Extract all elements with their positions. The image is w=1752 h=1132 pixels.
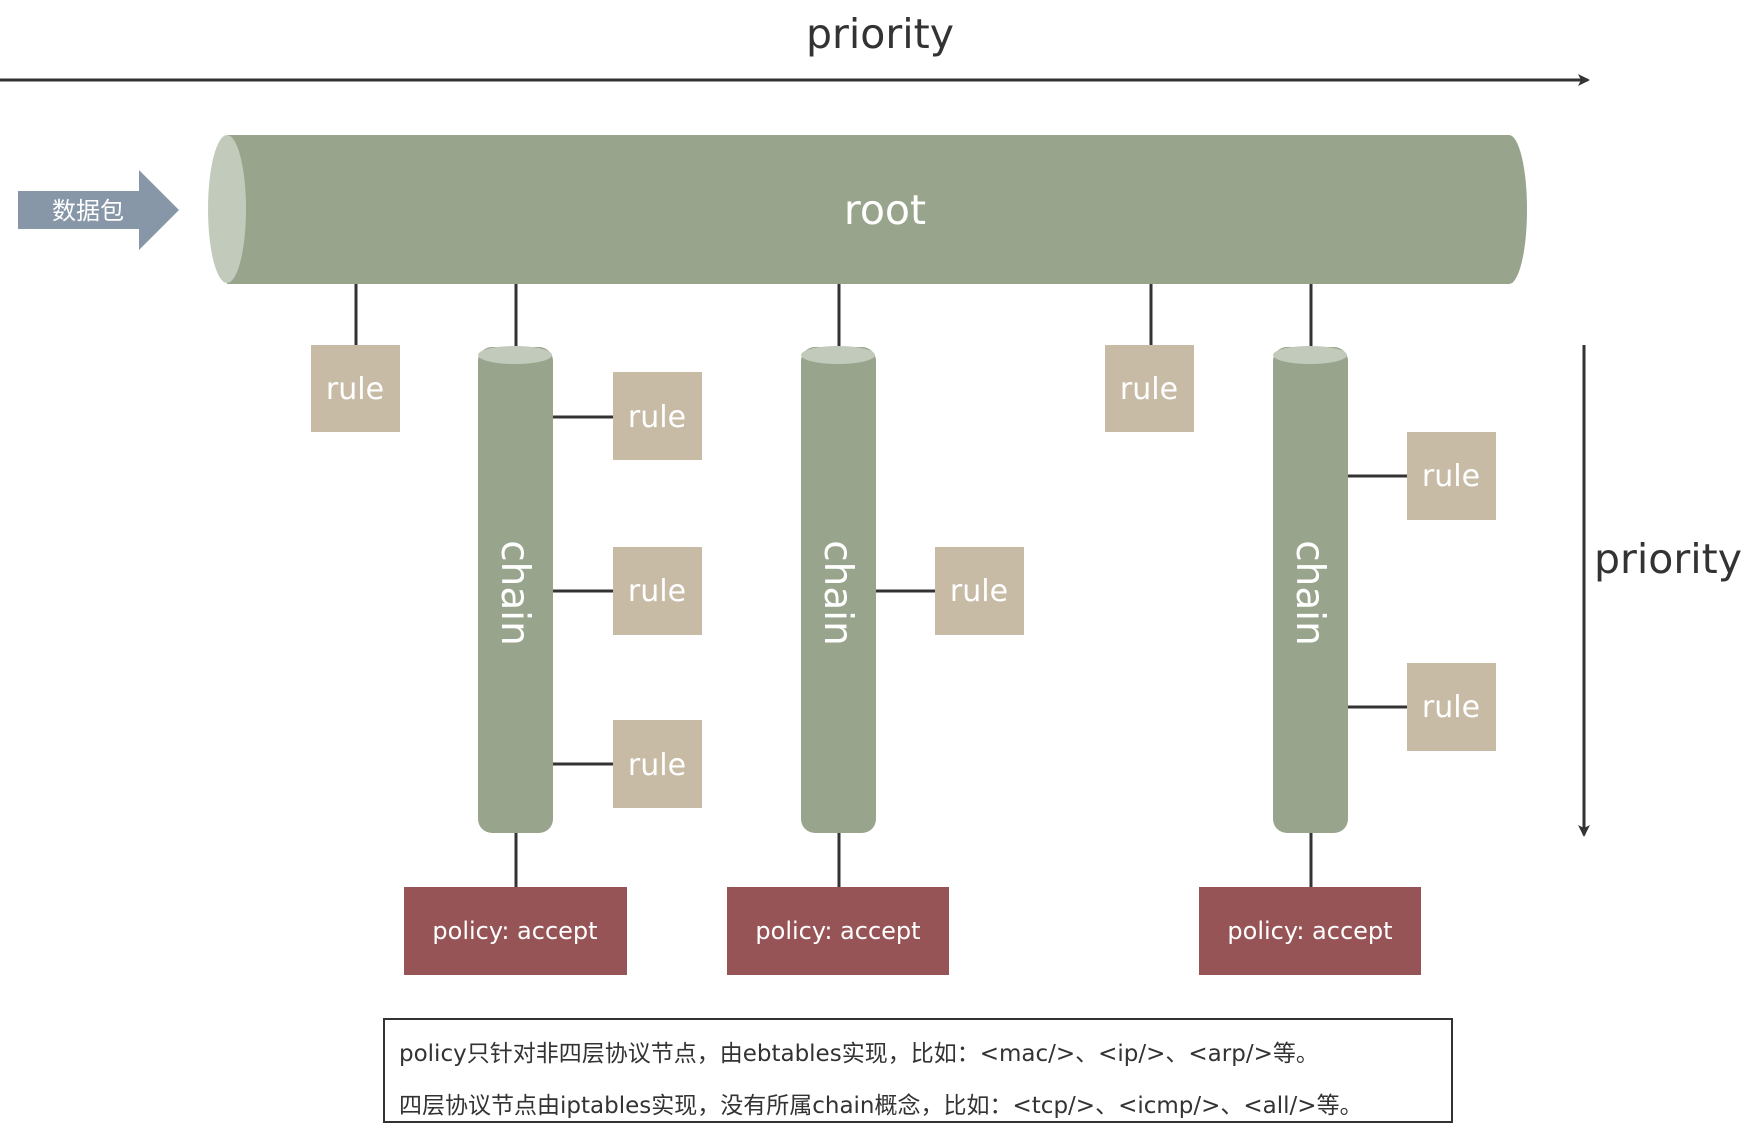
chain-2-body (801, 347, 876, 833)
chain-1-policy: policy: accept (404, 887, 627, 975)
priority-axis-vertical-label: priority (1594, 535, 1742, 583)
root-rule-2-box (1105, 345, 1194, 432)
root-cylinder-cap (208, 135, 246, 283)
root-rule-2: rule (1105, 345, 1194, 432)
chain-1-policy-label: policy: accept (432, 917, 597, 945)
chain-1-policy-box (404, 887, 627, 975)
chain-3: chain (1273, 346, 1348, 833)
chain-1-rule-3-label: rule (628, 748, 686, 783)
chain-3-cap (1273, 346, 1347, 364)
chain-3-rule-2-box (1407, 663, 1496, 751)
chain-2-rule-1: rule (935, 547, 1024, 635)
chain-2-rule-1-box (935, 547, 1024, 635)
priority-axis-horizontal-label: priority (806, 10, 954, 58)
chain-1-body (478, 347, 553, 833)
chain-1-rule-2: rule (613, 547, 702, 635)
note-line-2: 四层协议节点由iptables实现，没有所属chain概念，比如：<tcp/>、… (399, 1093, 1363, 1119)
chain-1-rule-2-label: rule (628, 574, 686, 609)
input-arrow: 数据包 (18, 170, 179, 250)
root-rule-1: rule (311, 345, 400, 432)
chain-3-rule-1-label: rule (1422, 459, 1480, 494)
input-arrow-shape (18, 170, 179, 250)
chain-3-rule-2-label: rule (1422, 690, 1480, 725)
chain-1: chain (478, 346, 553, 833)
chain-2-label: chain (815, 540, 860, 646)
connectors (354, 284, 1407, 887)
chain-1-cap (478, 346, 552, 364)
chain-3-label: chain (1287, 540, 1332, 646)
chain-2-rule-1-label: rule (950, 574, 1008, 609)
chain-2-policy-label: policy: accept (755, 917, 920, 945)
chain-1-rule-3-box (613, 720, 702, 808)
chain-3-policy: policy: accept (1199, 887, 1421, 975)
note-box: policy只针对非四层协议节点，由ebtables实现，比如：<mac/>、<… (383, 1018, 1453, 1123)
chain-1-rule-1-label: rule (628, 400, 686, 435)
chain-3-rule-2: rule (1407, 663, 1496, 751)
chain-1-rule-1-box (613, 372, 702, 460)
root-label: root (844, 186, 926, 234)
chain-3-rule-1: rule (1407, 432, 1496, 520)
chain-3-policy-box (1199, 887, 1421, 975)
chain-2-cap (801, 346, 875, 364)
root-rule-2-label: rule (1120, 372, 1178, 407)
chain-3-policy-label: policy: accept (1227, 917, 1392, 945)
chain-2-policy: policy: accept (727, 887, 949, 975)
chain-1-rule-2-box (613, 547, 702, 635)
priority-axis-horizontal: priority (0, 10, 1590, 86)
root-cylinder-body (227, 135, 1527, 284)
chain-2-policy-box (727, 887, 949, 975)
chain-2: chain (801, 346, 876, 833)
chain-1-label: chain (492, 540, 537, 646)
priority-axis-vertical: priority (1578, 345, 1742, 837)
root-rule-1-label: rule (326, 372, 384, 407)
root-rule-1-box (311, 345, 400, 432)
note-line-1: policy只针对非四层协议节点，由ebtables实现，比如：<mac/>、<… (399, 1041, 1319, 1067)
chain-1-rule-1: rule (613, 372, 702, 460)
chain-1-rule-3: rule (613, 720, 702, 808)
root-cylinder: root (208, 135, 1527, 284)
input-arrow-label: 数据包 (52, 197, 124, 225)
chain-3-body (1273, 347, 1348, 833)
chain-3-rule-1-box (1407, 432, 1496, 520)
